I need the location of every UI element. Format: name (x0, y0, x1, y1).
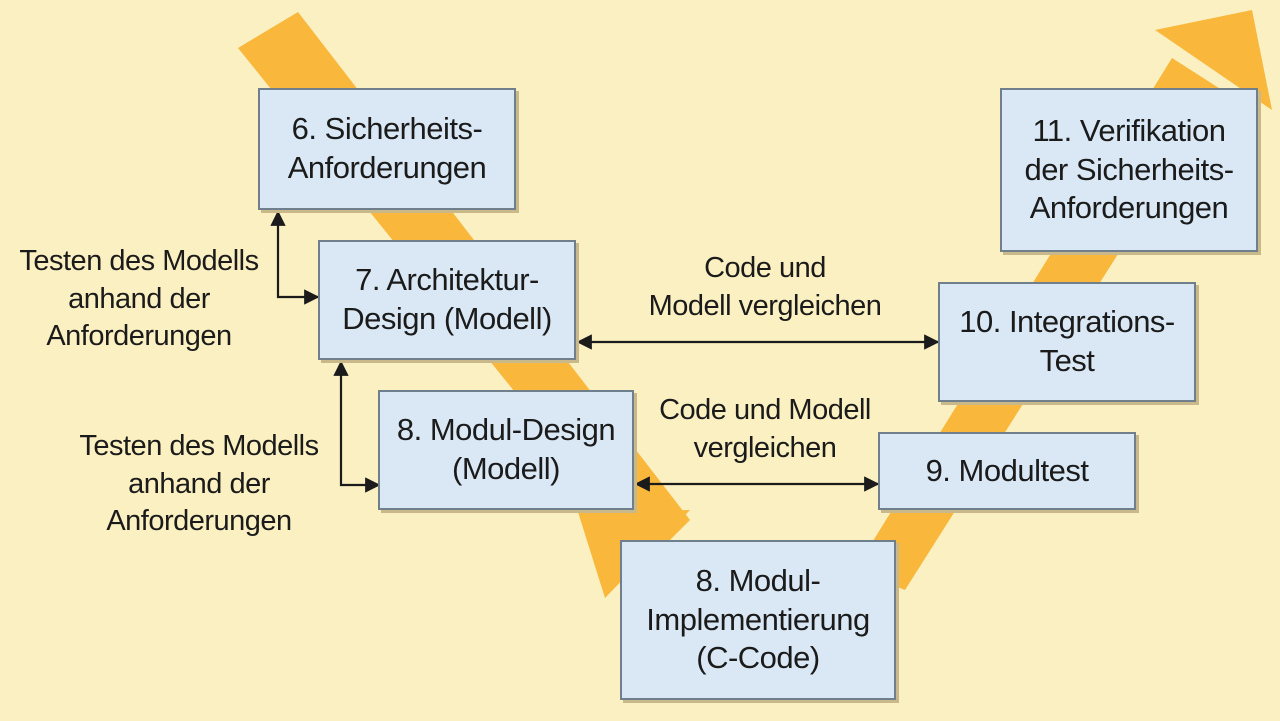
label-compare-lower-line-1: Code und Modell (659, 394, 871, 426)
box-safety-requirements-line-2: Anforderungen (287, 150, 487, 185)
label-test-model-lower-line-1: Testen des Modells (79, 430, 319, 462)
box-architecture-design-line-1: 7. Architektur- (355, 262, 539, 298)
box-module-design-line-1: 8. Modul-Design (396, 412, 616, 448)
label-test-model-lower-line-2: anhand der (128, 467, 270, 500)
box-module-design-line-2: (Modell) (452, 451, 560, 486)
box-safety-requirements-line-1: 6. Sicherheits- (291, 111, 483, 147)
label-test-model-upper-line-1: Testen des Modells (19, 245, 259, 277)
box-safety-verification-line-1: 11. Verifikation (1032, 112, 1226, 148)
label-test-model-upper-line-3: Anforderungen (46, 320, 232, 353)
box-integration-test-line-1: 10. Integrations- (959, 304, 1175, 340)
label-compare-upper-line-1: Code und (704, 252, 826, 284)
box-module-implementation-line-1: 8. Modul- (695, 562, 821, 598)
box-module-design: 8. Modul-Design(Modell) (378, 390, 634, 510)
box-integration-test: 10. Integrations-Test (938, 282, 1196, 402)
box-module-implementation-line-2: Implementierung (646, 601, 870, 637)
box-module-implementation: 8. Modul-Implementierung(C-Code) (620, 540, 896, 700)
box-safety-requirements: 6. Sicherheits-Anforderungen (258, 88, 516, 210)
box-safety-verification-line-3: Anforderungen (1029, 190, 1229, 226)
box-module-test: 9. Modultest (878, 432, 1136, 510)
label-test-model-upper-line-2: anhand der (68, 282, 210, 315)
connector-test-upper (270, 210, 320, 305)
box-safety-verification-line-2: der Sicherheits- (1024, 151, 1234, 187)
label-test-model-lower-line-3: Anforderungen (106, 505, 292, 538)
box-module-test-line-1: 9. Modultest (925, 452, 1089, 488)
box-integration-test-line-2: Test (1039, 343, 1095, 378)
connector-test-lower (333, 360, 381, 493)
box-architecture-design: 7. Architektur-Design (Modell) (318, 240, 576, 360)
label-compare-upper-line-2: Modell vergleichen (648, 289, 882, 322)
box-module-implementation-line-3: (C-Code) (696, 640, 820, 676)
box-architecture-design-line-2: Design (Modell) (342, 301, 552, 336)
v-process-arrow-head-top-right (1155, 10, 1272, 110)
label-compare-lower: Code und Modell vergleichen (630, 392, 900, 467)
label-compare-lower-line-2: vergleichen (693, 431, 837, 464)
